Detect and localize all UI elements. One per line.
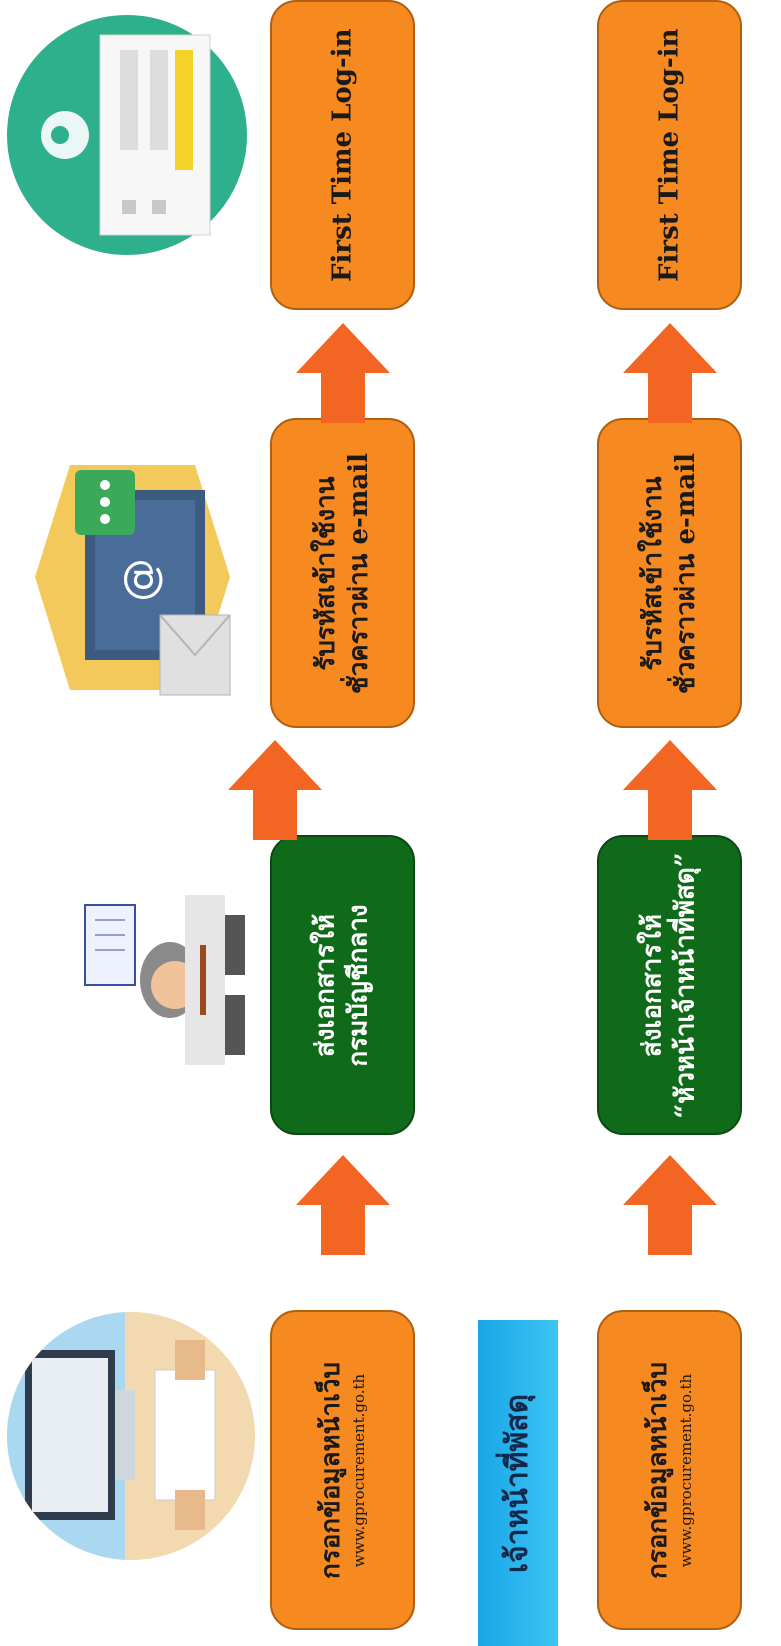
row1-arrow-1-up-icon: [296, 1155, 390, 1255]
role-label: เจ้าหน้าที่พัสดุ: [478, 1320, 558, 1646]
row2-step4-box: First Time Log-in: [597, 0, 742, 310]
row2-step1-sub: www.gprocurement.go.th: [676, 1373, 695, 1567]
row1-step4-box: First Time Log-in: [270, 0, 415, 310]
svg-text:@: @: [115, 558, 166, 602]
row2-arrow-3-up-icon: [623, 323, 717, 423]
email-illustration: @: [30, 455, 235, 700]
row1-step1-box: กรอกข้อมูลหน้าเว็บ www.gprocurement.go.t…: [270, 1310, 415, 1630]
computer-desk-illustration: [5, 1310, 257, 1562]
row1-arrow-2-up-icon: [228, 740, 322, 840]
login-window-illustration: [5, 5, 250, 265]
role-label-text: เจ้าหน้าที่พัสดุ: [500, 1393, 536, 1573]
row2-step3-sub: ชั่วคราวผ่าน e-mail: [670, 452, 701, 694]
row1-step1-sub: www.gprocurement.go.th: [349, 1373, 368, 1567]
row1-step3-title: รับรหัสเข้าใช้งาน: [311, 475, 341, 671]
row1-step3-box: รับรหัสเข้าใช้งาน ชั่วคราวผ่าน e-mail: [270, 418, 415, 728]
row2-step3-title: รับรหัสเข้าใช้งาน: [638, 475, 668, 671]
row1-step2-title: ส่งเอกสารให้: [311, 913, 341, 1057]
row2-step1-box: กรอกข้อมูลหน้าเว็บ www.gprocurement.go.t…: [597, 1310, 742, 1630]
row1-arrow-3-up-icon: [296, 323, 390, 423]
row2-arrow-2-up-icon: [623, 740, 717, 840]
row2-step2-title: ส่งเอกสารให้: [638, 913, 668, 1057]
row1-step2-sub: กรมบัญชีกลาง: [343, 903, 374, 1067]
row1-step4-title: First Time Log-in: [327, 28, 358, 282]
businessman-illustration: [75, 835, 247, 1125]
row2-step2-sub: “หัวหน้าเจ้าหน้าที่พัสดุ”: [670, 851, 701, 1119]
row2-step3-box: รับรหัสเข้าใช้งาน ชั่วคราวผ่าน e-mail: [597, 418, 742, 728]
row2-step4-title: First Time Log-in: [654, 28, 685, 282]
row2-step1-title: กรอกข้อมูลหน้าเว็บ: [643, 1361, 673, 1579]
row1-step1-title: กรอกข้อมูลหน้าเว็บ: [316, 1361, 346, 1579]
row2-arrow-1-up-icon: [623, 1155, 717, 1255]
row1-step2-box: ส่งเอกสารให้ กรมบัญชีกลาง: [270, 835, 415, 1135]
row1-step3-sub: ชั่วคราวผ่าน e-mail: [343, 452, 374, 694]
row2-step2-box: ส่งเอกสารให้ “หัวหน้าเจ้าหน้าที่พัสดุ”: [597, 835, 742, 1135]
